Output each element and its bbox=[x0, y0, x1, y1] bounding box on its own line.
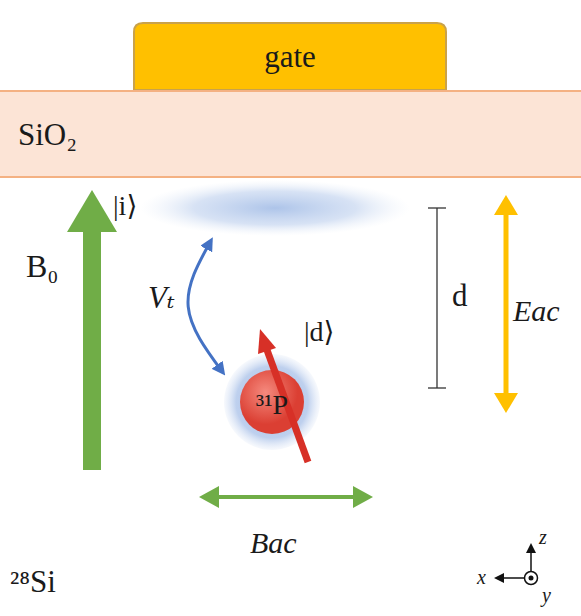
nucleus-ball bbox=[240, 370, 304, 434]
coupling-arrow bbox=[188, 242, 222, 371]
arrow-head bbox=[494, 393, 518, 413]
material-label: ²⁸Si bbox=[10, 566, 56, 597]
oxide-layer: SiO₂ bbox=[0, 90, 581, 178]
node-outline bbox=[0, 90, 581, 178]
field-label: Eac bbox=[513, 296, 560, 326]
donor-orbital: |d⟩³¹P bbox=[224, 354, 320, 450]
arrow-head bbox=[494, 573, 504, 583]
node-text: |d⟩ bbox=[304, 318, 335, 346]
axis-triad bbox=[494, 543, 538, 585]
arrow-shaft bbox=[216, 495, 356, 499]
dimension-label: d bbox=[452, 280, 468, 311]
node-text: SiO₂ bbox=[18, 119, 77, 150]
node-text: ³¹P bbox=[256, 391, 288, 419]
oscillating-field-arrow bbox=[199, 486, 373, 508]
gate-electrode: gate bbox=[133, 22, 447, 90]
z-axis bbox=[530, 552, 532, 571]
bracket-tick bbox=[428, 387, 446, 388]
arrow-head bbox=[199, 486, 219, 508]
orbital-cloud bbox=[224, 354, 320, 450]
arrow-head bbox=[258, 329, 276, 354]
static-field-arrow bbox=[67, 190, 117, 470]
gate-shape bbox=[134, 23, 446, 90]
arrow-shaft bbox=[83, 230, 101, 470]
bracket-tick bbox=[428, 207, 446, 208]
axis-label: x bbox=[477, 567, 486, 587]
field-label: Bac bbox=[250, 528, 297, 558]
band-edge bbox=[0, 90, 581, 92]
state-cloud bbox=[140, 180, 410, 236]
y-axis-circle bbox=[525, 572, 538, 585]
distance-bracket bbox=[428, 208, 446, 388]
bracket-line bbox=[436, 208, 437, 388]
node-outline bbox=[140, 180, 410, 236]
band-edge bbox=[0, 176, 581, 178]
band-fill bbox=[0, 90, 581, 178]
arrow-head bbox=[353, 486, 373, 508]
field-label: B₀ bbox=[26, 250, 59, 282]
y-axis-dot bbox=[529, 576, 534, 581]
edge-label: Vₜ bbox=[148, 282, 175, 313]
interface-state: |i⟩ bbox=[140, 180, 410, 236]
arrow-head bbox=[526, 543, 536, 553]
arrow-shaft bbox=[504, 212, 509, 396]
axis-label: z bbox=[539, 527, 547, 547]
node-text: gate bbox=[264, 41, 316, 72]
axis-label: y bbox=[542, 585, 551, 605]
x-axis bbox=[503, 577, 524, 579]
arrow-head bbox=[67, 190, 117, 232]
donor-nucleus: ³¹P bbox=[239, 369, 305, 435]
arrow-head bbox=[494, 195, 518, 215]
node-text: |i⟩ bbox=[113, 192, 137, 220]
